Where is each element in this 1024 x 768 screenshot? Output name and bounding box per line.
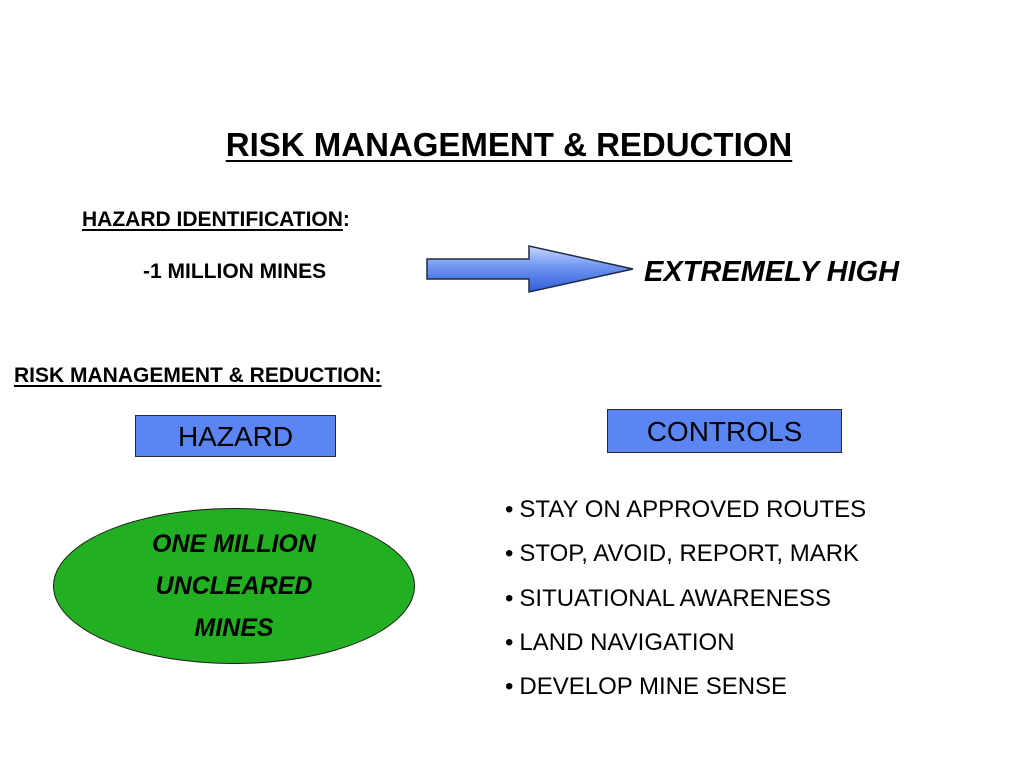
controls-list: •STAY ON APPROVED ROUTES •STOP, AVOID, R… xyxy=(505,492,866,713)
bullet-icon: • xyxy=(505,496,514,523)
bullet-icon: • xyxy=(505,673,514,701)
control-text: LAND NAVIGATION xyxy=(519,628,735,656)
section-heading: RISK MANAGEMENT & REDUCTION: xyxy=(14,364,382,387)
controls-list-item: •STAY ON APPROVED ROUTES xyxy=(505,492,866,536)
control-text: SITUATIONAL AWARENESS xyxy=(519,584,832,612)
hazard-description-oval: ONE MILLION UNCLEARED MINES xyxy=(53,508,415,664)
controls-box: CONTROLS xyxy=(607,409,842,453)
bullet-icon: • xyxy=(505,540,514,568)
hazard-identification-label: HAZARD IDENTIFICATION: xyxy=(82,208,350,232)
right-arrow-icon xyxy=(426,245,634,293)
controls-list-item: •LAND NAVIGATION xyxy=(505,625,866,669)
hazard-identification-colon: : xyxy=(342,208,350,231)
controls-list-item: •SITUATIONAL AWARENESS xyxy=(505,581,866,625)
bullet-icon: • xyxy=(505,628,514,656)
controls-list-item: •STOP, AVOID, REPORT, MARK xyxy=(505,536,866,580)
control-text: STOP, AVOID, REPORT, MARK xyxy=(519,540,860,568)
risk-level-result: EXTREMELY HIGH xyxy=(644,256,900,288)
mines-count-item: -1 MILLION MINES xyxy=(143,260,327,283)
page-title: RISK MANAGEMENT & REDUCTION xyxy=(225,126,793,163)
hazard-description-text: ONE MILLION UNCLEARED MINES xyxy=(152,530,316,642)
control-text: DEVELOP MINE SENSE xyxy=(519,673,788,701)
hazard-box: HAZARD xyxy=(135,415,336,457)
hazard-identification-text: HAZARD IDENTIFICATION xyxy=(82,208,343,231)
control-text: STAY ON APPROVED ROUTES xyxy=(519,496,867,523)
bullet-icon: • xyxy=(505,584,514,612)
controls-list-item: •DEVELOP MINE SENSE xyxy=(505,669,866,713)
